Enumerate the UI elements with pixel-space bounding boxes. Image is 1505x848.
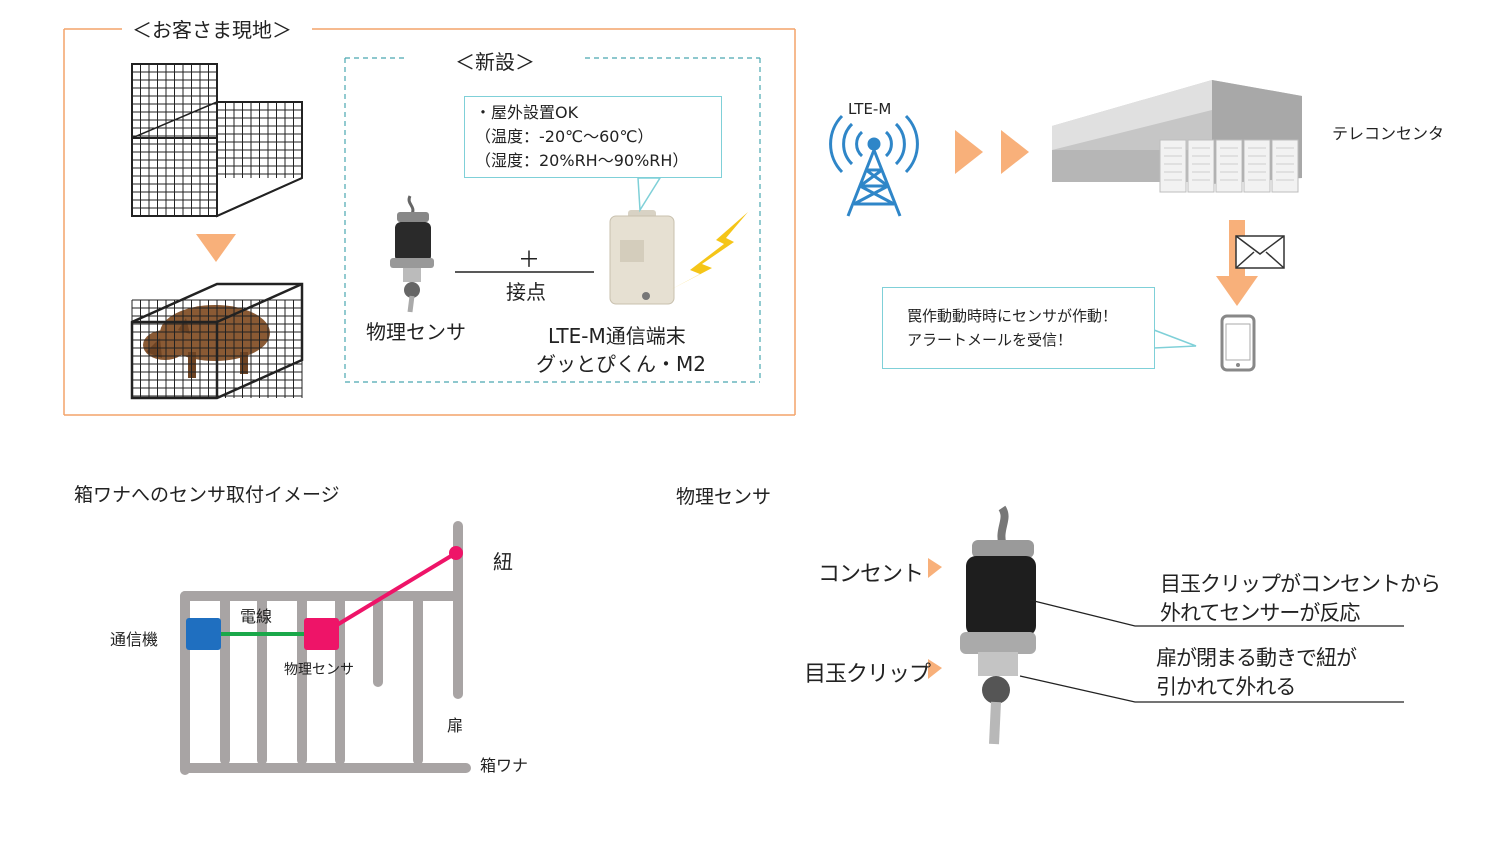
comm-label: 通信機 [110,630,159,649]
clip-pointer-icon [928,659,942,679]
trap-sensor-label: 物理センサ [284,662,354,678]
trap-frame-diagram [180,521,471,775]
alert-callout: 罠作動動時時にセンサが作動！ アラートメールを受信！ [882,287,1155,369]
plus-sign: ＋ [518,248,541,273]
outdoor-spec-callout: ・屋外設置OK （温度：-20℃～60℃） （湿度：20%RH～90%RH） [464,96,722,178]
open-cage-illustration [131,63,303,218]
note-2-line-1: 扉が閉まる動きで紐が [1156,646,1357,670]
door-label: 扉 [447,716,464,735]
string-anchor-dot [449,546,463,560]
lte-device-image [609,210,675,305]
string-line [320,551,458,636]
outlet-pointer-icon [928,558,942,578]
alert-callout-tail [1153,328,1197,349]
outdoor-spec-line-1: ・屋外設置OK [475,103,579,122]
telecon-center-label: テレコンセンタ [1332,124,1445,143]
comm-box [186,618,221,650]
outdoor-callout-tail [637,177,662,213]
smartphone-icon [1220,314,1256,372]
antenna-icon [829,114,919,217]
leader-line-1 [1029,599,1404,627]
note-1-line-1: 目玉クリップがコンセントから [1160,572,1441,596]
device-name-line-1: LTE-M通信端末 [548,324,686,348]
physical-sensor-image [390,195,434,313]
note-2-line-2: 引かれて外れる [1156,675,1296,699]
contact-label: 接点 [506,280,546,304]
alert-line-1: 罠作動動時時にセンサが作動！ [907,307,1118,325]
wire-label: 電線 [240,607,273,626]
physical-sensor-label: 物理センサ [366,320,466,344]
outlet-label: コンセント [818,562,924,587]
sensor-detail-image [960,505,1036,745]
mail-icon [1235,235,1285,269]
lte-label: LTE-M [848,100,892,118]
site-title: ＜お客さま現地＞ [132,18,292,42]
down-arrow-icon [196,234,236,262]
trap-label: 箱ワナ [480,756,529,775]
right-arrow-icon-1 [955,130,983,174]
clip-label: 目玉クリップ [804,662,931,687]
trap-diagram-title: 箱ワナへのセンサ取付イメージ [74,484,340,506]
outdoor-spec-line-3: （湿度：20%RH～90%RH） [475,151,689,170]
closed-cage-illustration [130,282,304,400]
note-1-line-2: 外れてセンサーが反応 [1160,601,1360,625]
device-name-line-2: グッとぴくん・M2 [536,352,706,376]
string-label: 紐 [493,550,513,574]
leader-line-2 [1019,675,1404,703]
new-install-frame [344,57,761,383]
server-rack-icons [1159,139,1299,193]
outdoor-spec-line-2: （温度：-20℃～60℃） [475,127,654,146]
sensor-detail-title: 物理センサ [676,486,772,508]
right-arrow-icon-2 [1001,130,1029,174]
new-install-title: ＜新設＞ [455,50,535,74]
sensor-box [304,618,339,650]
site-frame [63,28,796,416]
lightning-icon [670,212,748,290]
alert-line-2: アラートメールを受信！ [907,331,1073,349]
